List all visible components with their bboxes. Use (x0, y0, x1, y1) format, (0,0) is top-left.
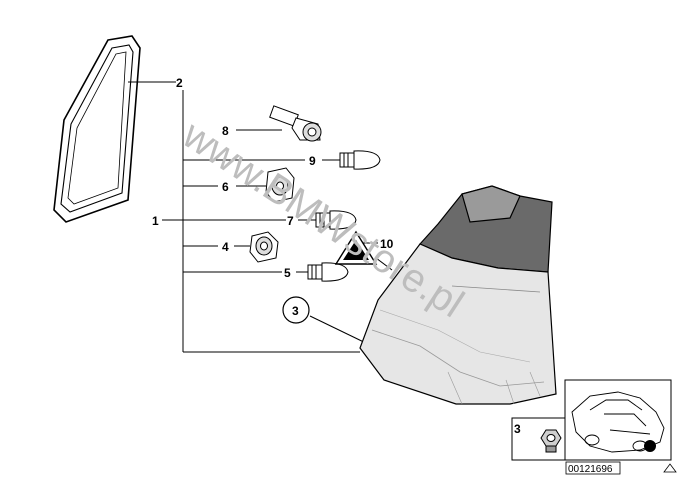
bulb-socket-4 (249, 231, 279, 263)
bulb-9 (339, 150, 381, 170)
callout-4: 4 (222, 240, 229, 254)
gasket-part (53, 35, 141, 223)
inset-item-number: 3 (514, 422, 521, 436)
warning-triangle-label (334, 230, 393, 271)
bulb-5 (307, 262, 349, 282)
bulb-7 (315, 210, 357, 230)
callout-3: 3 (292, 304, 299, 318)
corner-triangle-icon (663, 463, 677, 473)
tail-lamp (359, 185, 557, 405)
bulb-socket-8 (269, 105, 322, 142)
catalog-number: 00121696 (568, 464, 613, 475)
callout-9: 9 (309, 154, 316, 168)
inset-nut-panel: 3 (511, 417, 571, 461)
location-marker-icon (644, 440, 656, 452)
callout-8: 8 (222, 124, 229, 138)
car-icon (571, 391, 665, 453)
catalog-number-box (565, 461, 621, 475)
callout-10: 10 (380, 237, 394, 251)
callout-1: 1 (152, 214, 159, 228)
leader-lines (128, 81, 378, 353)
car-locator-inset (564, 379, 672, 461)
callout-6: 6 (222, 180, 229, 194)
callout-circle-3 (282, 296, 310, 324)
callout-2: 2 (176, 76, 183, 90)
callout-5: 5 (284, 266, 291, 280)
bulb-socket-6 (265, 167, 295, 203)
nut-icon (540, 429, 562, 453)
callout-7: 7 (287, 214, 294, 228)
watermark: www.BMWstore.pl (174, 112, 471, 326)
